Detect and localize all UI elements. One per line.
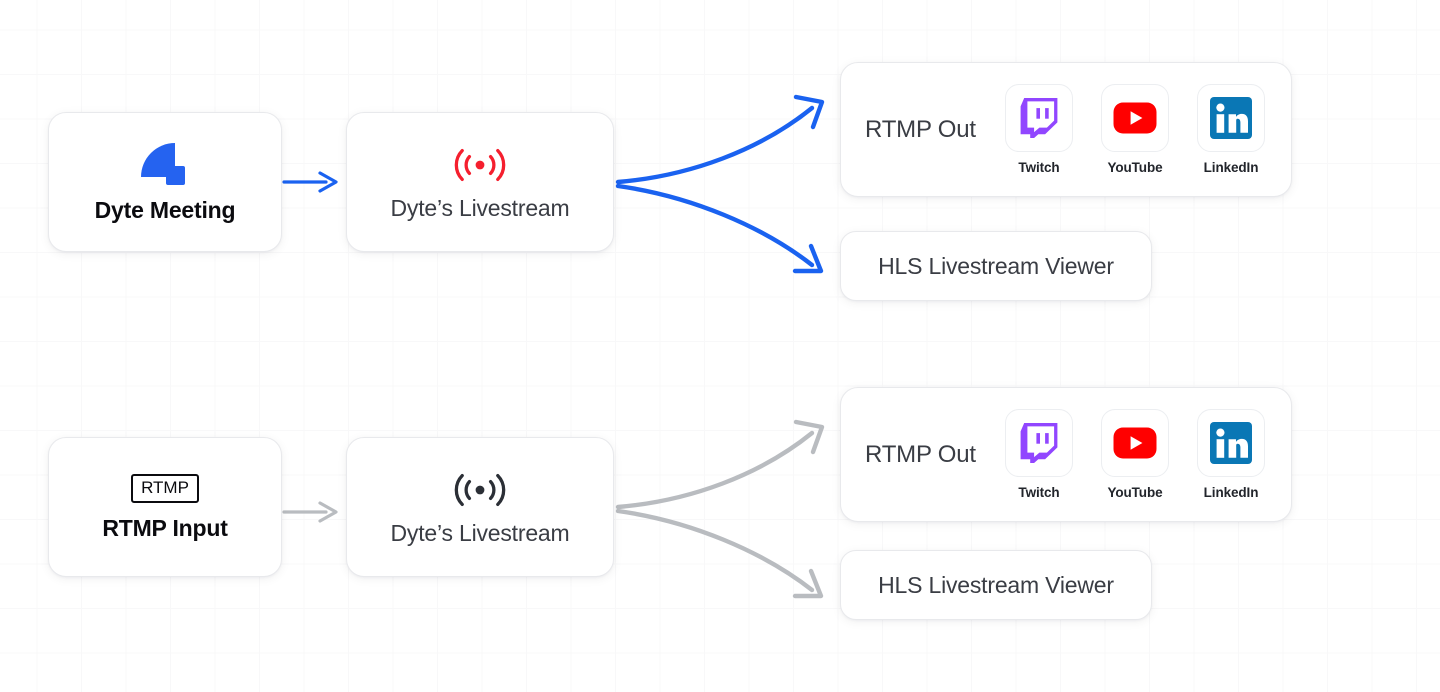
platform-youtube-top[interactable]: YouTube bbox=[1099, 84, 1171, 175]
node-dyte-livestream-bottom[interactable]: Dyte’s Livestream bbox=[346, 437, 614, 577]
connector-stream-to-hls-top bbox=[615, 183, 824, 274]
hls-viewer-bottom-label: HLS Livestream Viewer bbox=[878, 571, 1114, 598]
node-dyte-livestream-top[interactable]: Dyte’s Livestream bbox=[346, 112, 614, 252]
node-rtmp-out-top[interactable]: RTMP Out Twitch bbox=[840, 62, 1292, 197]
node-dyte-livestream-top-label: Dyte’s Livestream bbox=[390, 194, 570, 221]
youtube-tile bbox=[1101, 409, 1169, 477]
node-rtmp-out-bottom[interactable]: RTMP Out Twitch bbox=[840, 387, 1292, 522]
twitch-icon bbox=[1020, 98, 1058, 138]
platform-youtube-top-label: YouTube bbox=[1107, 160, 1163, 175]
rtmp-out-bottom-label: RTMP Out bbox=[865, 440, 976, 468]
platform-list-top: Twitch YouTube bbox=[1003, 84, 1267, 175]
broadcast-icon bbox=[454, 148, 506, 181]
node-dyte-livestream-bottom-label: Dyte’s Livestream bbox=[390, 519, 570, 546]
broadcast-icon bbox=[454, 473, 506, 506]
node-hls-viewer-top[interactable]: HLS Livestream Viewer bbox=[840, 231, 1152, 301]
connector-stream-to-rtmpout-bottom bbox=[615, 419, 825, 510]
hls-viewer-top-label: HLS Livestream Viewer bbox=[878, 252, 1114, 279]
connector-stream-to-rtmpout-top bbox=[615, 94, 825, 185]
connector-rtmpinput-to-stream bbox=[282, 501, 338, 523]
dyte-logo-icon bbox=[141, 142, 189, 185]
node-hls-viewer-bottom[interactable]: HLS Livestream Viewer bbox=[840, 550, 1152, 620]
youtube-icon bbox=[1113, 427, 1157, 459]
linkedin-icon bbox=[1210, 422, 1252, 464]
platform-list-bottom: Twitch YouTube bbox=[1003, 409, 1267, 500]
rtmp-badge-icon: RTMP bbox=[131, 474, 199, 503]
linkedin-tile bbox=[1197, 409, 1265, 477]
platform-twitch-bottom-label: Twitch bbox=[1018, 485, 1060, 500]
linkedin-icon bbox=[1210, 97, 1252, 139]
platform-twitch-top[interactable]: Twitch bbox=[1003, 84, 1075, 175]
node-rtmp-input[interactable]: RTMP RTMP Input bbox=[48, 437, 282, 577]
platform-youtube-bottom-label: YouTube bbox=[1107, 485, 1163, 500]
twitch-tile bbox=[1005, 409, 1073, 477]
twitch-tile bbox=[1005, 84, 1073, 152]
connector-meeting-to-stream bbox=[282, 171, 338, 193]
youtube-icon bbox=[1113, 102, 1157, 134]
platform-linkedin-bottom-label: LinkedIn bbox=[1203, 485, 1259, 500]
platform-twitch-top-label: Twitch bbox=[1018, 160, 1060, 175]
node-dyte-meeting-label: Dyte Meeting bbox=[94, 196, 236, 223]
rtmp-out-top-label: RTMP Out bbox=[865, 115, 976, 143]
platform-linkedin-top[interactable]: LinkedIn bbox=[1195, 84, 1267, 175]
linkedin-tile bbox=[1197, 84, 1265, 152]
twitch-icon bbox=[1020, 423, 1058, 463]
platform-linkedin-top-label: LinkedIn bbox=[1203, 160, 1259, 175]
platform-youtube-bottom[interactable]: YouTube bbox=[1099, 409, 1171, 500]
platform-linkedin-bottom[interactable]: LinkedIn bbox=[1195, 409, 1267, 500]
connector-stream-to-hls-bottom bbox=[615, 508, 824, 599]
node-rtmp-input-label: RTMP Input bbox=[102, 514, 228, 541]
platform-twitch-bottom[interactable]: Twitch bbox=[1003, 409, 1075, 500]
node-dyte-meeting[interactable]: Dyte Meeting bbox=[48, 112, 282, 252]
youtube-tile bbox=[1101, 84, 1169, 152]
